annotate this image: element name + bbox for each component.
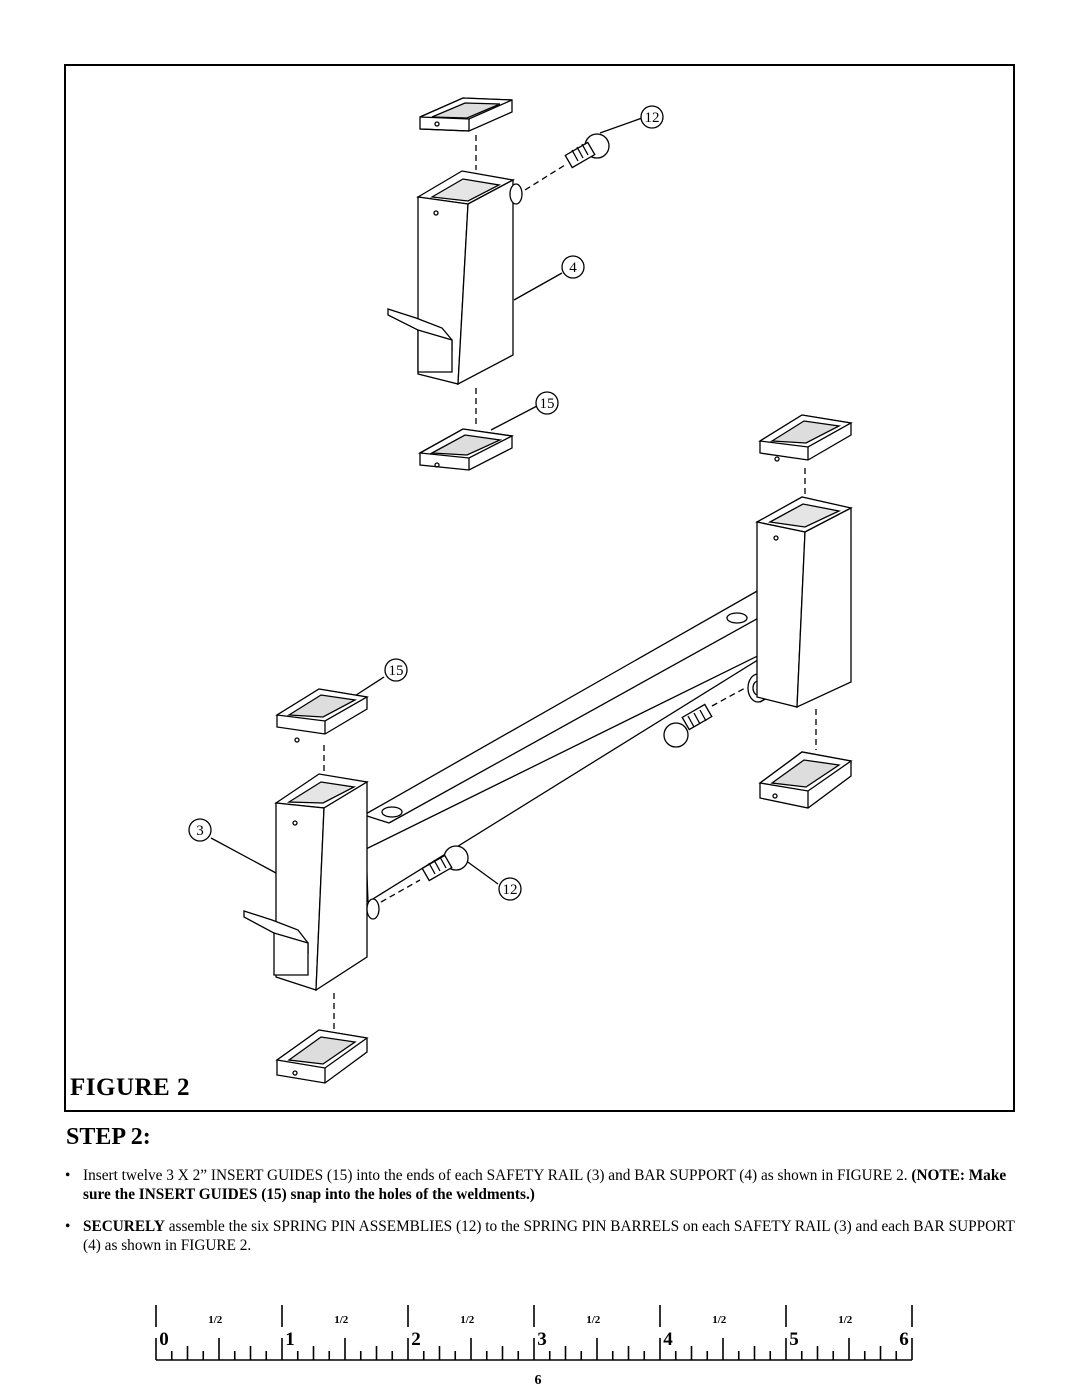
ruler-bottom-label: 6: [535, 1373, 542, 1388]
safety-rail-assembly: [243, 414, 853, 1084]
ruler-half-label: 1/2: [838, 1314, 853, 1326]
instruction-text: assemble the six SPRING PIN ASSEMBLIES (…: [83, 1218, 1015, 1254]
ruler-major-label: 2: [411, 1329, 421, 1350]
insert-guide-right-top: [758, 414, 853, 462]
figure-frame: [64, 64, 1015, 1112]
bullet-marker: •: [65, 1218, 71, 1235]
bar-support-tube: [387, 170, 523, 386]
ruler-major-label: 3: [537, 1329, 547, 1350]
callout-12-lower: 12: [503, 882, 518, 898]
callout-circle-12-top: [640, 105, 664, 129]
instruction-note: (NOTE: Make sure the INSERT GUIDES (15) …: [83, 1167, 1007, 1203]
callout-circle-3: [188, 818, 212, 842]
insert-guide-top: [419, 97, 513, 132]
callout-circle-12-lower: [498, 877, 522, 901]
ruler-half-label: 1/2: [460, 1314, 475, 1326]
callout-circle-4: [561, 255, 585, 279]
callout-circle-15-top: [535, 391, 559, 415]
spring-pin-lower: [380, 845, 469, 903]
callout-12-top: 12: [645, 110, 660, 126]
ruler-half-label: 1/2: [586, 1314, 601, 1326]
instruction-list: • Insert twelve 3 X 2” INSERT GUIDES (15)…: [60, 1166, 1025, 1268]
safety-rail-left-upright: [243, 773, 380, 992]
instruction-emphasis: SECURELY: [83, 1218, 165, 1235]
callout-circle-15-lower: [384, 658, 408, 682]
bar-support-assembly: [387, 97, 610, 471]
spring-pin-top: [524, 133, 610, 191]
callout-3: 3: [196, 823, 204, 839]
callout-4: 4: [569, 260, 577, 276]
instruction-item-spring-pins: • SECURELY assemble the six SPRING PIN AS…: [60, 1217, 1025, 1255]
ruler-half-label: 1/2: [208, 1314, 223, 1326]
ruler-major-label: 0: [159, 1329, 169, 1350]
ruler-major-label: 1: [285, 1329, 295, 1350]
step-heading: STEP 2:: [66, 1124, 151, 1150]
ruler-major-label: 5: [789, 1329, 799, 1350]
insert-guide-right-bottom: [758, 751, 853, 809]
insert-guide-left-bottom: [275, 1029, 369, 1084]
insert-guide-left-top: [275, 688, 369, 743]
ruler-major-label: 6: [899, 1329, 909, 1350]
insert-guide-top-lower: [417, 428, 515, 471]
callout-15-top: 15: [540, 396, 555, 412]
safety-rail-right-upright: [755, 496, 853, 709]
callout-15-lower: 15: [389, 663, 404, 679]
inch-ruler: 0 1/2 1 1/2 2 1/2 3 1/2 4 1/2 5 1/2 6 6: [155, 1305, 913, 1388]
instruction-item-insert-guides: • Insert twelve 3 X 2” INSERT GUIDES (15)…: [60, 1166, 1025, 1204]
ruler-half-label: 1/2: [712, 1314, 727, 1326]
spring-pin-middle: [663, 687, 746, 748]
figure-label: FIGURE 2: [70, 1074, 190, 1101]
bullet-marker: •: [65, 1167, 71, 1184]
ruler-half-label: 1/2: [334, 1314, 349, 1326]
ruler-major-label: 4: [663, 1329, 673, 1350]
instruction-text: Insert twelve 3 X 2” INSERT GUIDES (15) …: [83, 1167, 912, 1184]
